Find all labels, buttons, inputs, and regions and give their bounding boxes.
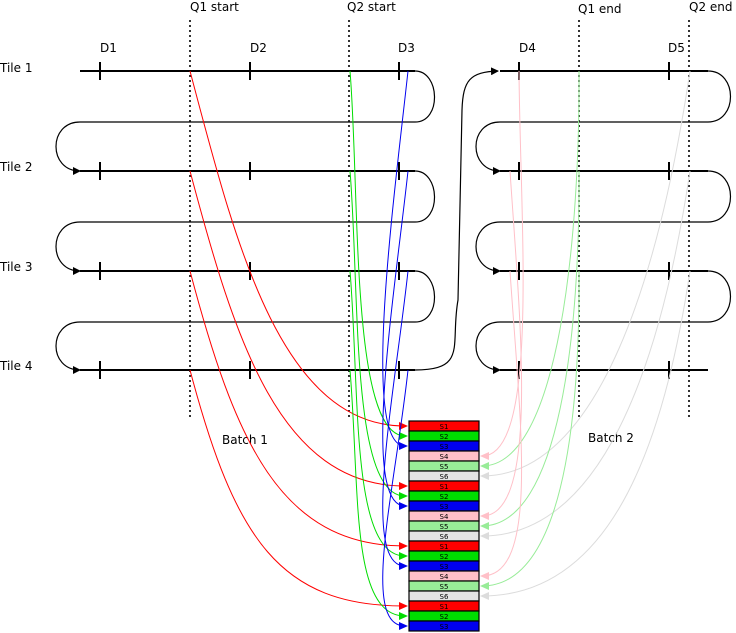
tile-label-2: Tile 2 <box>0 160 32 174</box>
q1-end-label: Q1 end <box>578 2 622 16</box>
curve-s2 <box>349 70 406 437</box>
right-loop-2 <box>475 170 731 275</box>
stack-cell-label: S5 <box>440 463 449 471</box>
curve-s1 <box>189 369 406 607</box>
left-loop-3 <box>55 270 436 374</box>
right-loop-1 <box>475 70 731 175</box>
curve-s5 <box>481 70 580 467</box>
curve-arrowhead <box>399 492 408 500</box>
stack-cell-label: S5 <box>440 583 449 591</box>
curve-arrowhead <box>399 552 408 560</box>
curve-s3 <box>382 170 409 507</box>
curve-arrowhead <box>480 582 489 590</box>
stack-cell-label: S2 <box>440 493 449 501</box>
curve-arrowhead <box>480 572 489 580</box>
curve-arrowhead <box>399 502 408 510</box>
curve-s3 <box>382 369 409 627</box>
stack-cell-label: S2 <box>440 433 449 441</box>
curve-arrowhead <box>399 432 408 440</box>
stack-cell-label: S1 <box>440 483 449 491</box>
curve-arrowhead <box>480 462 489 470</box>
curve-arrowhead <box>480 592 489 600</box>
q2-start-label: Q2 start <box>347 0 396 14</box>
curve-s4 <box>481 170 523 517</box>
right-loop-3 <box>475 270 731 374</box>
stack-cell-label: S3 <box>440 563 449 571</box>
curve-arrowhead <box>399 442 408 450</box>
curve-s6 <box>481 270 691 597</box>
stack-cell-label: S4 <box>440 453 449 461</box>
tile-label-3: Tile 3 <box>0 260 32 274</box>
curve-arrowhead <box>480 512 489 520</box>
q2-end-label: Q2 end <box>689 0 733 14</box>
day-label-d1: D1 <box>100 41 117 55</box>
curve-s6 <box>481 170 691 537</box>
cross-connector <box>414 67 499 371</box>
day-label-d3: D3 <box>398 41 415 55</box>
curve-s6 <box>481 70 691 477</box>
curve-s1 <box>189 70 406 427</box>
stack-cell-label: S1 <box>440 603 449 611</box>
curve-arrowhead <box>399 482 408 490</box>
day-label-d2: D2 <box>250 41 267 55</box>
curve-s3 <box>382 270 409 567</box>
batch-stack: S1S2S3S4S5S6S1S2S3S4S5S6S1S2S3S4S5S6S1S2… <box>408 420 480 632</box>
curve-arrowhead <box>480 532 489 540</box>
stack-cell-label: S5 <box>440 523 449 531</box>
track-connectors <box>55 67 731 374</box>
curve-s2 <box>349 369 406 617</box>
stack-cell-label: S1 <box>440 543 449 551</box>
stack-cell <box>408 620 480 632</box>
curve-arrowhead <box>399 562 408 570</box>
curve-arrowhead <box>399 622 408 630</box>
q1-start-label: Q1 start <box>190 0 239 14</box>
stack-cell-label: S3 <box>440 443 449 451</box>
stack-cell-label: S4 <box>440 573 449 581</box>
stack-cell-label: S4 <box>440 513 449 521</box>
mapping-curves <box>189 70 691 630</box>
curve-s3 <box>382 70 409 447</box>
curve-s5 <box>481 170 580 527</box>
curve-s1 <box>189 270 406 547</box>
curve-arrowhead <box>480 522 489 530</box>
stack-cell-label: S2 <box>440 553 449 561</box>
curve-s5 <box>481 270 580 587</box>
stack-cell-label: S6 <box>440 593 449 601</box>
curve-arrowhead <box>480 452 489 460</box>
tile-label-4: Tile 4 <box>0 359 32 373</box>
batch-label-1: Batch 1 <box>222 433 268 447</box>
left-loop-1 <box>55 70 436 175</box>
tile-label-1: Tile 1 <box>0 61 32 75</box>
curve-arrowhead <box>399 542 408 550</box>
curve-arrowhead <box>399 602 408 610</box>
left-loop-2 <box>55 170 436 275</box>
stack-cell-label: S6 <box>440 473 449 481</box>
curve-s2 <box>349 170 406 497</box>
curve-arrowhead <box>480 472 489 480</box>
stack-cell-label: S3 <box>440 503 449 511</box>
stack-cell-label: S6 <box>440 533 449 541</box>
curve-s4 <box>481 270 523 577</box>
curve-arrowhead <box>399 612 408 620</box>
stack-cell-label: S2 <box>440 613 449 621</box>
stack-cell-label: S1 <box>440 423 449 431</box>
tile-tracks <box>80 62 708 379</box>
curve-s4 <box>481 70 524 457</box>
day-label-d4: D4 <box>519 41 536 55</box>
day-label-d5: D5 <box>668 41 685 55</box>
curve-s1 <box>189 170 406 487</box>
stack-cell-label: S3 <box>440 623 449 631</box>
batch-label-2: Batch 2 <box>588 431 634 445</box>
